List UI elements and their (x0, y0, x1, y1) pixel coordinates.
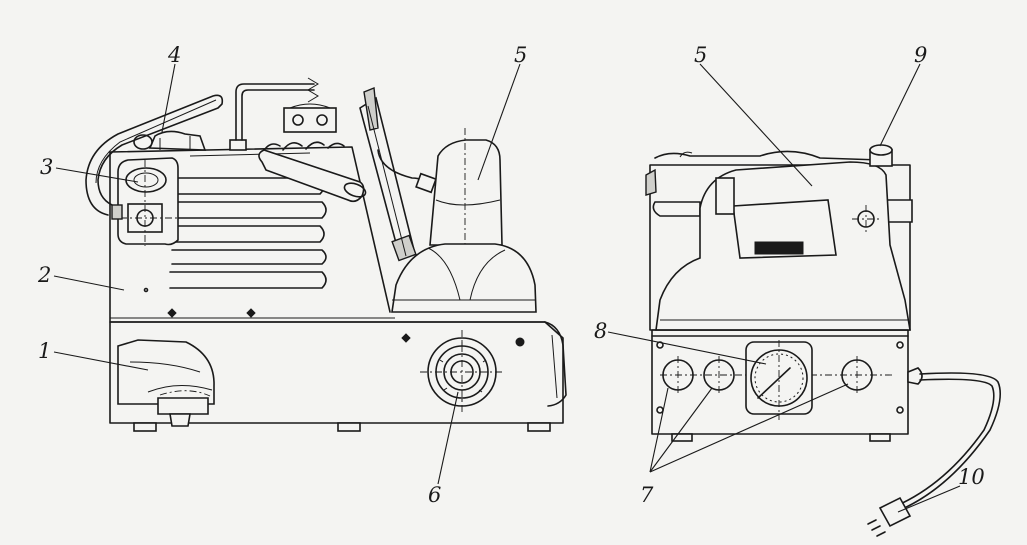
leader-7a (649, 387, 669, 473)
base-feet (133, 422, 551, 432)
callout-9: 9 (914, 43, 927, 67)
indicator-lamps (660, 356, 895, 394)
leader-2 (53, 275, 125, 291)
leader-6 (437, 391, 459, 485)
leader-9 (879, 63, 921, 147)
device-housing (109, 146, 567, 424)
pressure-regulator (111, 157, 179, 246)
leader-lines (53, 63, 961, 513)
steam-iron-side (391, 128, 537, 313)
leader-4 (161, 63, 176, 133)
front-feet (671, 433, 891, 442)
leader-5a (477, 63, 521, 181)
top-pipe-bracket (235, 77, 337, 141)
callout-labels: 1 2 3 4 5 5 6 7 8 9 10 (37, 43, 985, 507)
steam-hose-left (85, 94, 224, 216)
side-view (85, 77, 567, 432)
top-bumps (229, 139, 345, 153)
leader-10 (897, 485, 961, 513)
temperature-knob (420, 330, 505, 414)
callout-5-left: 5 (514, 43, 527, 67)
pressure-gauge (745, 340, 813, 420)
callout-5-right: 5 (694, 43, 707, 67)
top-valve (133, 130, 207, 151)
callout-2: 2 (37, 263, 51, 287)
leader-5b (699, 63, 813, 187)
water-reservoir (117, 339, 215, 427)
front-view (645, 144, 1001, 537)
leader-8 (607, 331, 767, 365)
callout-10: 10 (958, 465, 985, 489)
leader-7c (649, 383, 849, 473)
callout-4: 4 (167, 43, 181, 67)
top-knob (869, 144, 893, 167)
callout-8: 8 (594, 319, 607, 343)
callout-6: 6 (428, 483, 441, 507)
fasteners (143, 287, 525, 347)
power-cord (867, 367, 1001, 537)
leader-7b (649, 387, 713, 473)
callout-7: 7 (640, 483, 654, 507)
steam-iron-front (655, 161, 911, 331)
leader-3 (55, 167, 139, 183)
callout-1: 1 (38, 339, 51, 363)
steam-tube (359, 87, 437, 262)
leader-1 (53, 351, 149, 371)
cylinder-arm (258, 149, 367, 203)
callout-3: 3 (40, 155, 53, 179)
